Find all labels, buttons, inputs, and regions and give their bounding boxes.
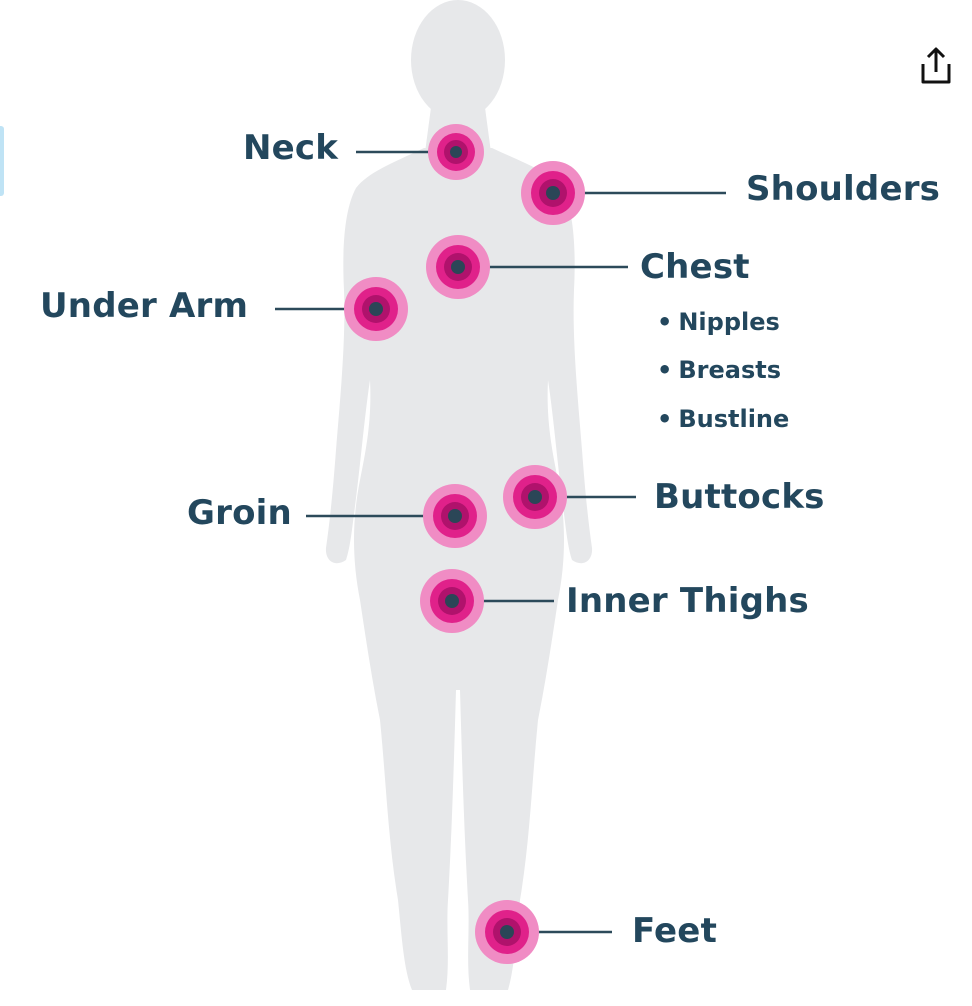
share-icon <box>921 47 951 84</box>
target-buttocks <box>503 465 567 529</box>
target-feet <box>475 900 539 964</box>
target-shoulders <box>521 161 585 225</box>
chest-item-bustline: •Bustline <box>657 407 789 431</box>
chest-item-label: Breasts <box>678 356 781 384</box>
chest-item-breasts: •Breasts <box>657 358 781 382</box>
side-panel-edge <box>0 126 4 196</box>
figure-head <box>411 0 505 120</box>
target-inner-thighs <box>420 569 484 633</box>
label-neck: Neck <box>243 128 339 168</box>
chest-item-label: Nipples <box>678 308 780 336</box>
label-chest: Chest <box>640 247 750 287</box>
bullet-dot: • <box>657 356 673 384</box>
bullet-dot: • <box>657 405 673 433</box>
share-button[interactable] <box>914 42 958 90</box>
target-groin <box>423 484 487 548</box>
chest-item-label: Bustline <box>678 405 790 433</box>
bullet-dot: • <box>657 308 673 336</box>
target-markers <box>344 124 585 964</box>
label-feet: Feet <box>632 911 718 951</box>
label-inner-thighs: Inner Thighs <box>566 581 809 621</box>
label-groin: Groin <box>187 493 292 533</box>
target-neck <box>428 124 484 180</box>
target-chest <box>426 235 490 299</box>
label-shoulders: Shoulders <box>746 169 941 209</box>
label-buttocks: Buttocks <box>654 477 825 517</box>
figure-torso <box>325 148 593 990</box>
chest-item-nipples: •Nipples <box>657 310 780 334</box>
target-under-arm <box>344 277 408 341</box>
label-under-arm: Under Arm <box>40 286 249 326</box>
